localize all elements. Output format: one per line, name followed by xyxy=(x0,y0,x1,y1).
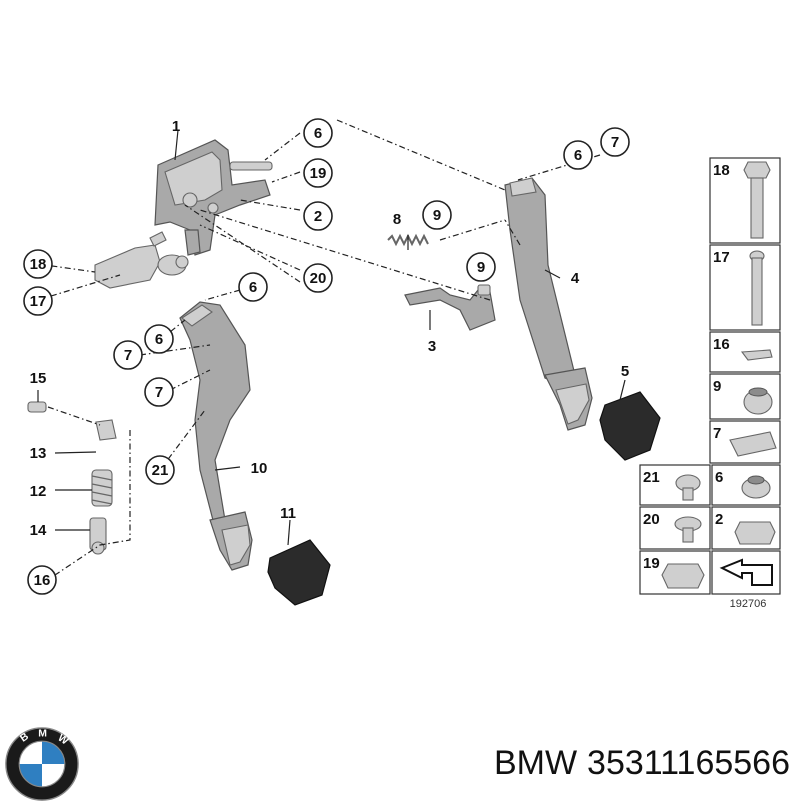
label-4: 4 xyxy=(571,270,580,287)
svg-text:2: 2 xyxy=(314,208,322,225)
svg-text:18: 18 xyxy=(713,162,730,179)
svg-text:6: 6 xyxy=(574,147,582,164)
bmw-logo: B M W xyxy=(5,727,79,801)
label-5: 5 xyxy=(621,363,629,380)
brake-pedal xyxy=(504,177,593,431)
svg-text:6: 6 xyxy=(249,279,257,296)
svg-text:7: 7 xyxy=(713,425,721,442)
callout-19: 19 xyxy=(303,158,333,188)
callout-7a: 7 xyxy=(600,127,630,157)
label-13: 13 xyxy=(30,445,47,462)
bolt-15 xyxy=(27,401,47,413)
drawing-number: 192706 xyxy=(730,598,767,610)
callout-7c: 7 xyxy=(144,377,174,407)
callout-2: 2 xyxy=(303,201,333,231)
brake-pedal-pad xyxy=(599,391,661,461)
svg-text:19: 19 xyxy=(643,555,660,572)
svg-text:6: 6 xyxy=(155,331,163,348)
svg-text:18: 18 xyxy=(30,256,47,273)
callout-9a: 9 xyxy=(422,200,452,230)
leader-lines xyxy=(37,119,626,576)
callout-17: 17 xyxy=(23,286,53,316)
label-14: 14 xyxy=(30,522,47,539)
callout-6b: 6 xyxy=(563,140,593,170)
callout-6d: 6 xyxy=(144,324,174,354)
svg-text:2: 2 xyxy=(715,511,723,528)
pedal-bracket xyxy=(154,139,273,256)
label-8: 8 xyxy=(393,211,401,228)
label-1: 1 xyxy=(172,118,180,135)
label-3: 3 xyxy=(428,338,436,355)
clip-13 xyxy=(95,419,117,441)
label-12: 12 xyxy=(30,483,47,500)
direction-arrow-icon xyxy=(719,558,773,586)
callout-18: 18 xyxy=(23,249,53,279)
callout-16: 16 xyxy=(27,565,57,595)
svg-text:6: 6 xyxy=(314,125,322,142)
callout-6a: 6 xyxy=(303,118,333,148)
svg-text:21: 21 xyxy=(152,462,169,479)
svg-text:17: 17 xyxy=(713,249,730,266)
callout-21: 21 xyxy=(145,455,175,485)
hardware-legend: 18 17 16 9 7 21 6 20 xyxy=(639,157,781,595)
callout-6c: 6 xyxy=(238,272,268,302)
plain-labels: 1 8 3 4 5 10 11 15 13 12 14 xyxy=(30,118,630,539)
svg-text:M: M xyxy=(38,728,47,739)
legend-cell-17 xyxy=(709,244,781,331)
svg-text:6: 6 xyxy=(715,469,723,486)
label-11: 11 xyxy=(280,505,296,522)
svg-text:20: 20 xyxy=(643,511,660,528)
part-number: 35311165566 xyxy=(587,744,790,782)
svg-text:21: 21 xyxy=(643,469,660,486)
svg-text:7: 7 xyxy=(611,134,619,151)
svg-text:9: 9 xyxy=(713,378,721,395)
clutch-pedal-pad xyxy=(267,539,331,606)
clutch-pedal xyxy=(179,301,253,571)
svg-text:20: 20 xyxy=(310,270,327,287)
callout-20: 20 xyxy=(303,263,333,293)
label-10: 10 xyxy=(251,460,268,477)
svg-text:17: 17 xyxy=(30,293,47,310)
svg-text:16: 16 xyxy=(713,336,730,353)
callout-9b: 9 xyxy=(466,252,496,282)
svg-text:7: 7 xyxy=(155,384,163,401)
clutch-master-cylinder xyxy=(94,231,189,289)
svg-text:7: 7 xyxy=(124,347,132,364)
svg-text:16: 16 xyxy=(34,572,51,589)
svg-text:19: 19 xyxy=(310,165,327,182)
callout-7b: 7 xyxy=(113,340,143,370)
label-15: 15 xyxy=(30,370,47,387)
brand-name: BMW xyxy=(493,744,578,782)
svg-text:9: 9 xyxy=(477,259,485,276)
svg-text:9: 9 xyxy=(433,207,441,224)
switch-bracket xyxy=(404,284,496,331)
clutch-spring-assembly xyxy=(27,401,117,555)
